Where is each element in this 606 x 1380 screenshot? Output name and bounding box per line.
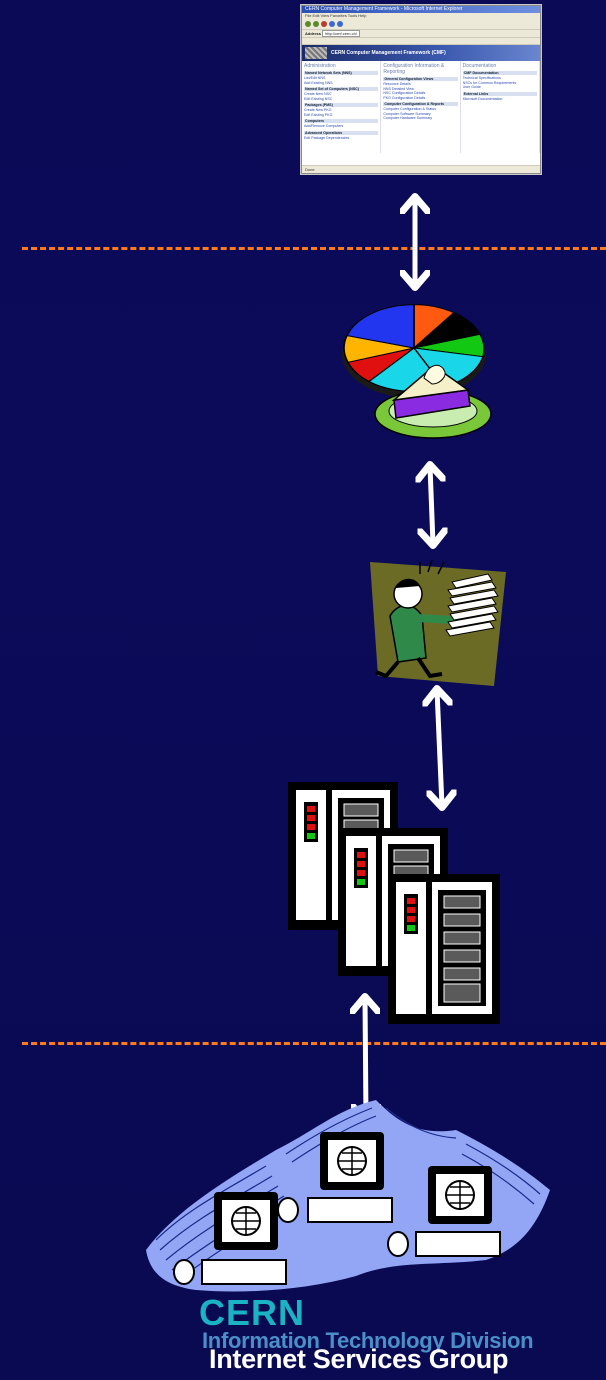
- server-rack-icon: [286, 780, 504, 1024]
- busy-worker-icon: [368, 558, 508, 690]
- cern-logo-line3: Internet Services Group: [209, 1344, 508, 1374]
- cern-logo-line1: CERN: [199, 1294, 305, 1332]
- arrow-reports-worker: [430, 466, 433, 544]
- pie-chart-icon: [336, 296, 496, 446]
- network-workstations-icon: [136, 1090, 556, 1300]
- cern-logo: CERN Information Technology Division Int…: [192, 1292, 592, 1376]
